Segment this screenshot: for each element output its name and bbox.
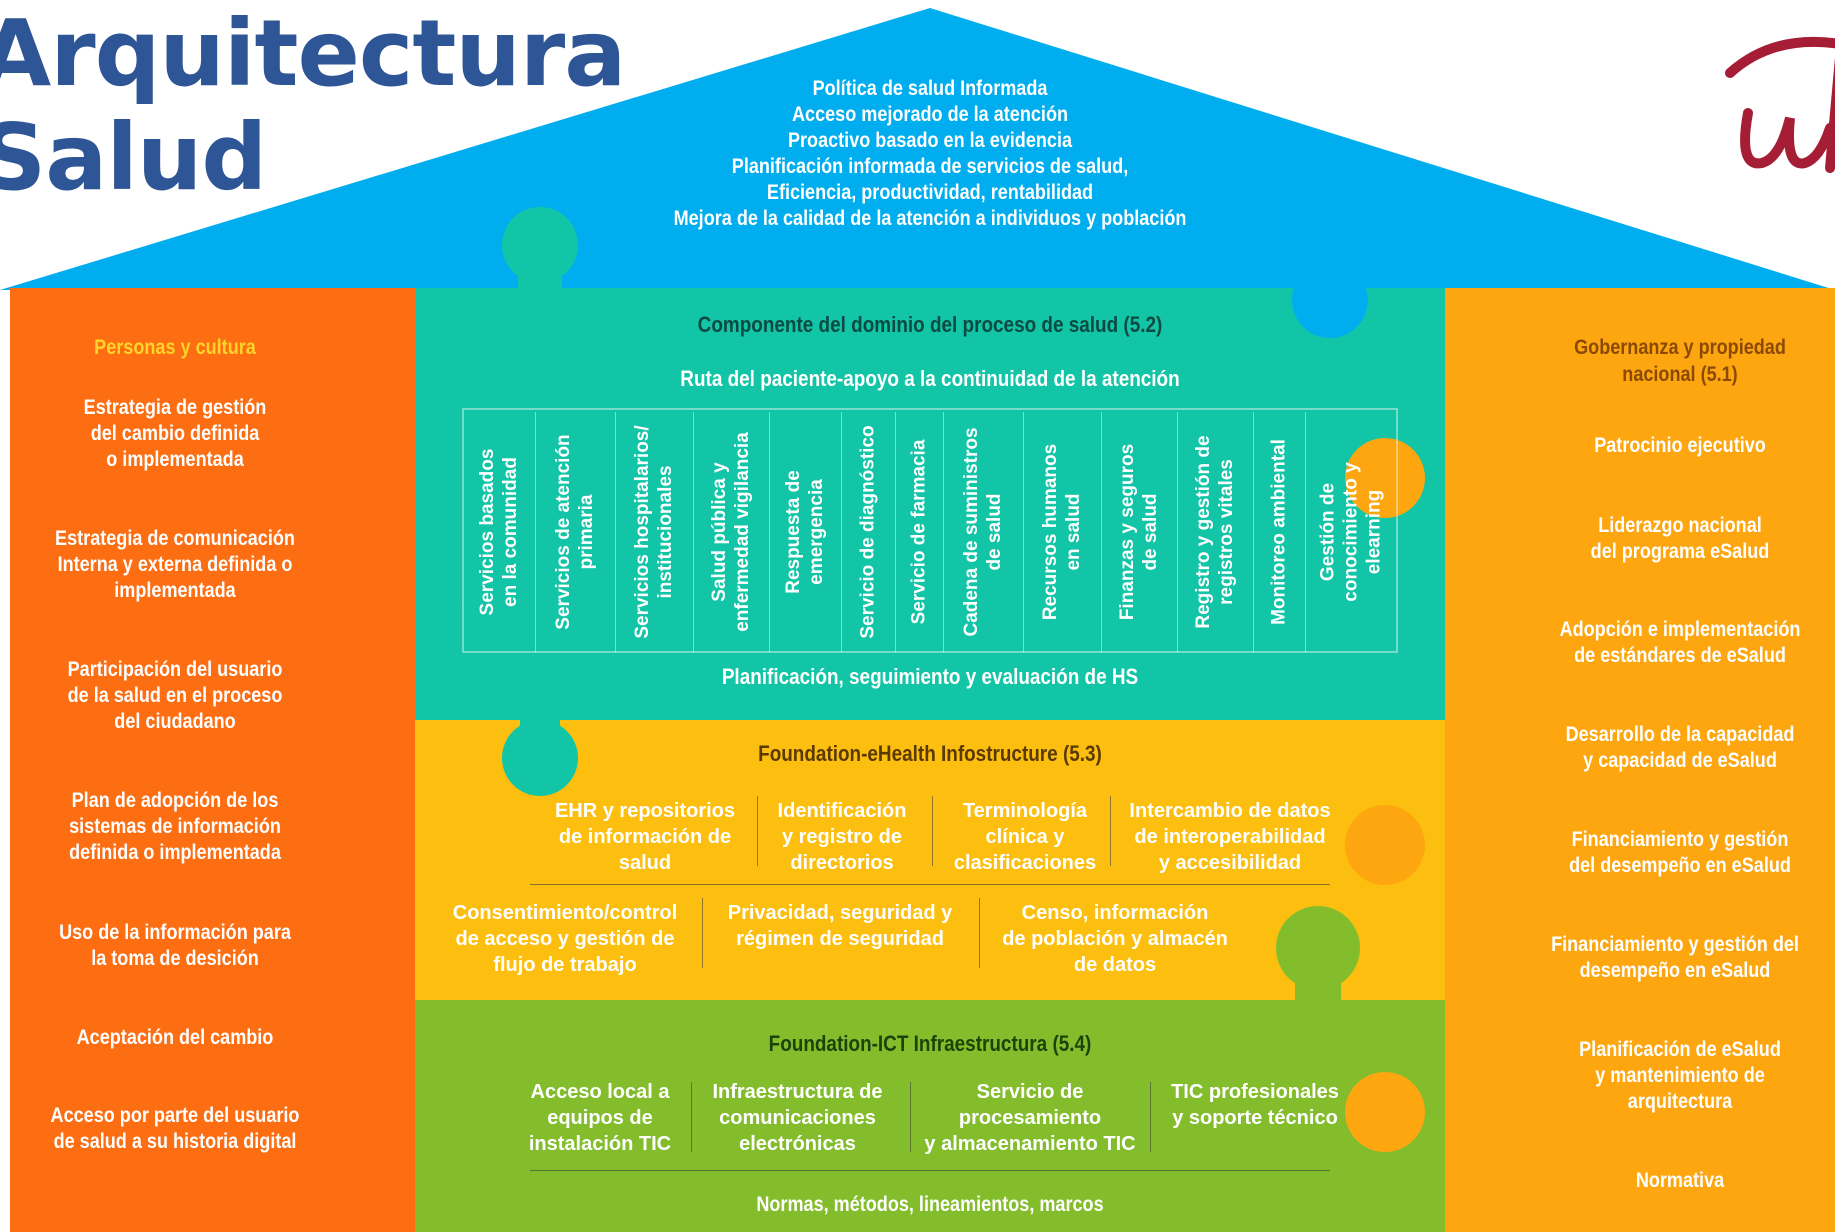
service-column: Monitoreo ambiental — [1253, 412, 1306, 652]
divider — [757, 796, 758, 866]
service-column: Cadena de suministros de salud — [943, 412, 1024, 652]
service-label: Registro y gestión de registros vitales — [1193, 435, 1237, 629]
ehealth-cell: EHR y repositorios de información de sal… — [554, 800, 736, 874]
left-item: Aceptación del cambio — [76, 1026, 274, 1049]
ehealth-heading: Foundation-eHealth Infostructure (5.3) — [758, 741, 1102, 766]
service-label: Servicios hospitalarios/ institucionales — [632, 425, 676, 639]
ehealth-cell: Identificación y registro de directorios — [777, 800, 907, 874]
right-item: Financiamiento y gestión del desempeño e… — [1551, 933, 1799, 982]
divider — [979, 898, 980, 968]
ict-heading: Foundation-ICT Infraestructura (5.4) — [768, 1031, 1092, 1056]
service-column: Gestión de conocimiento y elearning — [1305, 412, 1397, 652]
divider — [702, 898, 703, 968]
right-item: Liderazgo nacional del programa eSalud — [1590, 514, 1770, 563]
left-item: Acceso por parte del usuario de salud a … — [50, 1104, 300, 1153]
page-title-line1: Arquitectura — [0, 0, 626, 107]
ict-cell: Infraestructura de comunicaciones electr… — [712, 1081, 883, 1155]
service-label: Servicios basados en la comunidad — [477, 448, 521, 616]
process-route: Ruta del paciente-apoyo a la continuidad… — [680, 366, 1180, 391]
roof-line: Acceso mejorado de la atención — [791, 103, 1069, 126]
service-label: Gestión de conocimiento y elearning — [1317, 462, 1385, 602]
ict-footer: Normas, métodos, lineamientos, marcos — [756, 1193, 1104, 1216]
service-label: Finanzas y seguros de salud — [1117, 443, 1161, 621]
left-heading: Personas y cultura — [94, 336, 256, 359]
service-column: Registro y gestión de registros vitales — [1177, 412, 1254, 652]
service-column: Salud pública y enfermedad vigilancia — [693, 412, 770, 652]
ehealth-block — [415, 718, 1445, 1000]
roof-triangle — [0, 8, 1835, 290]
process-block — [415, 288, 1445, 720]
divider — [932, 796, 933, 866]
service-column: Finanzas y seguros de salud — [1101, 412, 1178, 652]
left-item: Uso de la información para la toma de de… — [59, 921, 291, 970]
service-column: Recursos humanos en salud — [1023, 412, 1102, 652]
ict-block — [415, 998, 1445, 1232]
left-item: Estrategia de gestión del cambio definid… — [83, 396, 267, 471]
page-title-line2: Salud — [0, 104, 267, 211]
right-item: Patrocinio ejecutivo — [1594, 434, 1766, 457]
right-item: Adopción e implementación de estándares … — [1559, 618, 1801, 667]
roof-text: Política de salud Informada Acceso mejor… — [612, 76, 1248, 232]
service-label: Monitoreo ambiental — [1268, 439, 1290, 625]
ehealth-cell: Censo, información de población y almacé… — [1002, 902, 1228, 976]
ehealth-cell: Consentimiento/control de acceso y gesti… — [452, 902, 678, 976]
divider — [1110, 796, 1111, 866]
service-label: Respuesta de emergencia — [783, 470, 827, 594]
service-label: Cadena de suministros de salud — [961, 427, 1005, 637]
service-column: Servicio de diagnóstico — [841, 412, 896, 652]
left-item: Estrategia de comunicación Interna y ext… — [55, 527, 295, 602]
ict-cell: TIC profesionales y soporte técnico — [1171, 1081, 1339, 1129]
process-footer: Planificación, seguimiento y evaluación … — [721, 664, 1139, 689]
roof-line: Planificación informada de servicios de … — [731, 155, 1129, 178]
left-item: Plan de adopción de los sistemas de info… — [69, 789, 281, 864]
right-pillar — [1443, 288, 1835, 1232]
service-column: Servicios de atención primaria — [535, 412, 616, 652]
divider — [1150, 1082, 1151, 1152]
process-heading: Componente del dominio del proceso de sa… — [697, 312, 1163, 337]
roof-line: Mejora de la calidad de la atención a in… — [673, 207, 1187, 230]
divider — [530, 884, 1330, 885]
left-item: Participación del usuario de la salud en… — [67, 658, 283, 733]
services-grid — [462, 408, 1398, 653]
roof-line: Eficiencia, productividad, rentabilidad — [766, 181, 1094, 204]
right-heading: Gobernanza y propiedad nacional (5.1) — [1574, 336, 1786, 386]
divider — [530, 1170, 1330, 1171]
service-label: Salud pública y enfermedad vigilancia — [709, 432, 753, 632]
roof-line: Proactivo basado en la evidencia — [787, 129, 1073, 152]
service-label: Servicios de atención primaria — [553, 434, 597, 630]
ict-cell: Servicio de procesamiento y almacenamien… — [924, 1081, 1136, 1155]
service-label: Servicio de diagnóstico — [857, 425, 879, 639]
right-item: Planificación de eSalud y mantenimiento … — [1579, 1038, 1781, 1113]
right-item: Desarrollo de la capacidad y capacidad d… — [1565, 723, 1795, 772]
service-column: Servicio de farmacia — [895, 412, 944, 652]
ict-cell: Acceso local a equipos de instalación TI… — [528, 1081, 672, 1155]
service-column: Respuesta de emergencia — [769, 412, 842, 652]
roof-line: Política de salud Informada — [812, 77, 1048, 100]
service-label: Servicio de farmacia — [908, 439, 930, 625]
service-column: Servicios basados en la comunidad — [463, 412, 536, 652]
right-item: Normativa — [1635, 1169, 1725, 1192]
right-item: Financiamiento y gestión del desempeño e… — [1569, 828, 1791, 877]
ehealth-cell: Terminología clínica y clasificaciones — [953, 800, 1097, 874]
ehealth-cell: Intercambio de datos de interoperabilida… — [1129, 800, 1331, 874]
divider — [910, 1082, 911, 1152]
ehealth-cell: Privacidad, seguridad y régimen de segur… — [727, 902, 953, 950]
service-label: Recursos humanos en salud — [1040, 443, 1084, 621]
udla-logo — [1725, 36, 1835, 173]
service-column: Servicios hospitalarios/ institucionales — [615, 412, 694, 652]
divider — [691, 1082, 692, 1152]
